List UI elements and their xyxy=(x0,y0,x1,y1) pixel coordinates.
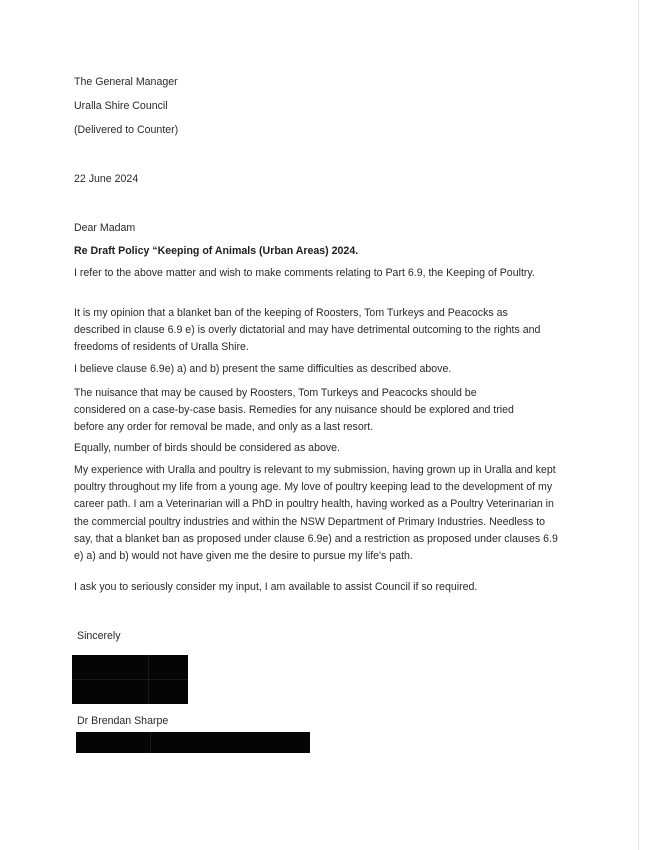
paragraph-5: Equally, number of birds should be consi… xyxy=(74,442,340,454)
recipient-title: The General Manager xyxy=(74,76,178,88)
paragraph-1: I refer to the above matter and wish to … xyxy=(74,267,535,279)
signatory-name: Dr Brendan Sharpe xyxy=(77,715,169,727)
redacted-contact-details xyxy=(76,732,310,753)
paragraph-7: I ask you to seriously consider my input… xyxy=(74,581,478,593)
recipient-organisation: Uralla Shire Council xyxy=(74,100,168,112)
paragraph-2: It is my opinion that a blanket ban of t… xyxy=(74,307,541,354)
paragraph-6: My experience with Uralla and poultry is… xyxy=(74,464,558,563)
letter-date: 22 June 2024 xyxy=(74,173,139,185)
redacted-signature xyxy=(72,655,188,704)
salutation: Dear Madam xyxy=(74,222,136,234)
paragraph-4: The nuisance that may be caused by Roost… xyxy=(74,387,514,434)
delivery-note: (Delivered to Counter) xyxy=(74,124,179,136)
closing: Sincerely xyxy=(77,630,121,642)
subject-line: Re Draft Policy “Keeping of Animals (Urb… xyxy=(74,245,359,257)
paragraph-3: I believe clause 6.9e) a) and b) present… xyxy=(74,363,452,375)
page-edge xyxy=(638,0,639,850)
